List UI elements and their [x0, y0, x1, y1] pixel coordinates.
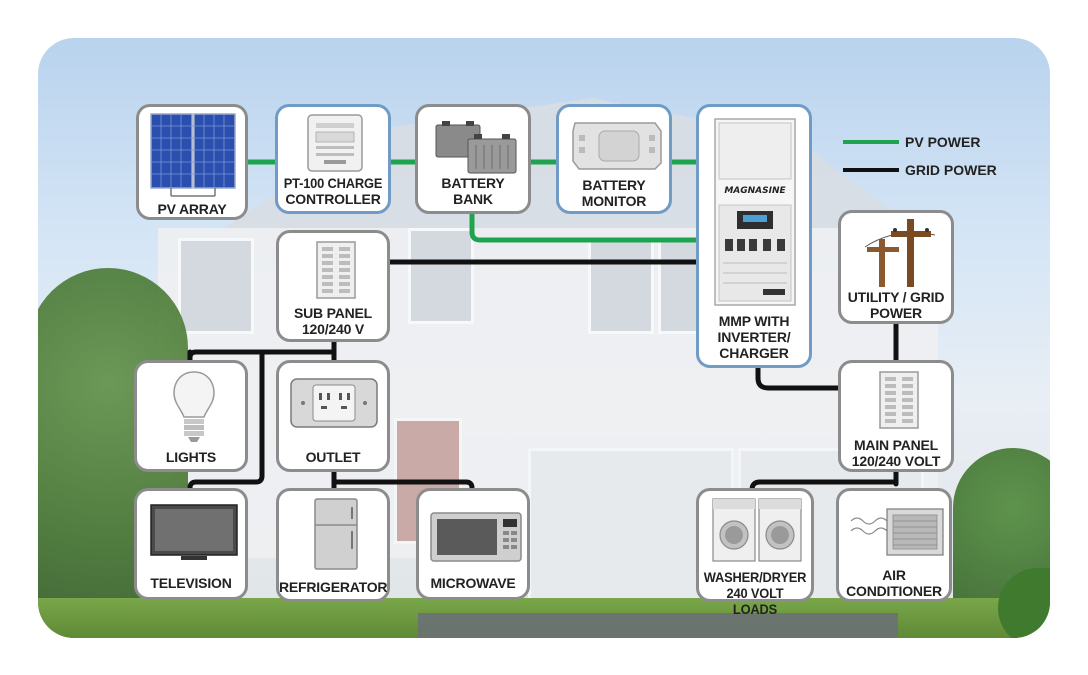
grid-wire-to-microwave	[331, 479, 475, 491]
television-node: TELEVISION	[134, 488, 248, 600]
utility-label-line2: POWER	[870, 305, 922, 321]
mmp-label-line2: INVERTER/	[717, 329, 791, 345]
battery-monitor-label-line2: MONITOR	[581, 193, 647, 209]
air-conditioner-label-line1: AIR	[882, 567, 906, 583]
main-panel-label-line1: MAIN PANEL	[853, 437, 939, 453]
grid-power-legend-swatch	[843, 168, 899, 172]
pv-power-legend-swatch	[843, 140, 899, 144]
mmp-label-line3: CHARGER	[719, 345, 789, 361]
driveway	[418, 613, 898, 638]
battery-bank-label-line2: BANK	[453, 191, 493, 207]
air-conditioner-node: AIR CONDITIONER	[836, 488, 952, 602]
charge-controller-node: PT-100 CHARGE CONTROLLER	[275, 104, 391, 214]
sub-panel-node: SUB PANEL 120/240 V	[276, 230, 390, 342]
grid-wire-to-television	[187, 349, 265, 491]
light-bulb-icon	[173, 371, 215, 442]
battery-monitor-label-line1: BATTERY	[582, 177, 646, 193]
washer-dryer-icon	[712, 498, 802, 562]
outlet-label: OUTLET	[305, 449, 361, 465]
main-panel-label-line2: 120/240 VOLT	[851, 453, 941, 469]
charge-controller-label-line1: PT-100 CHARGE	[283, 175, 383, 191]
microwave-label: MICROWAVE	[430, 575, 516, 591]
refrigerator-label: REFRIGERATOR	[279, 579, 388, 595]
battery-bank-label-line1: BATTERY	[441, 175, 505, 191]
television-icon	[150, 504, 238, 560]
sub-panel-label-line1: SUB PANEL	[293, 305, 373, 321]
outlet-node: OUTLET	[276, 360, 390, 472]
charge-controller-icon	[307, 114, 363, 172]
microwave-node: MICROWAVE	[416, 488, 530, 600]
charge-controller-label-line2: CONTROLLER	[285, 191, 381, 207]
mmp-inverter-charger-node: MAGNASINE MMP WITH INVERTER/ CHARGER	[696, 104, 812, 368]
utility-label-line1: UTILITY / GRID	[847, 289, 945, 305]
lights-node: LIGHTS	[134, 360, 248, 472]
battery-monitor-icon	[572, 122, 662, 170]
air-conditioner-icon	[850, 508, 944, 556]
grid-wire-mmp-to-mainpanel	[755, 365, 841, 391]
battery-monitor-node: BATTERY MONITOR	[556, 104, 672, 214]
washer-dryer-label-line2: 240 VOLT LOADS	[726, 585, 784, 617]
television-label: TELEVISION	[150, 575, 232, 591]
grid-power-legend-label: GRID POWER	[905, 162, 997, 178]
sub-panel-label-line2: 120/240 V	[301, 321, 365, 337]
washer-dryer-label-line1: WASHER/DRYER	[703, 569, 807, 585]
breaker-panel-icon	[316, 241, 356, 299]
lights-label: LIGHTS	[165, 449, 217, 465]
main-panel-node: MAIN PANEL 120/240 VOLT	[838, 360, 954, 472]
washer-dryer-node: WASHER/DRYER 240 VOLT LOADS	[696, 488, 814, 617]
pv-array-node: PV ARRAY	[136, 104, 248, 220]
pv-power-legend-label: PV POWER	[905, 134, 981, 150]
pv-array-label: PV ARRAY	[157, 201, 227, 217]
mmp-label-line1: MMP WITH	[718, 313, 790, 329]
microwave-icon	[430, 512, 522, 562]
house-window	[588, 238, 654, 334]
battery-bank-node: BATTERY BANK	[415, 104, 531, 214]
refrigerator-node: REFRIGERATOR	[276, 488, 390, 602]
utility-grid-power-node: UTILITY / GRID POWER	[838, 210, 954, 324]
solar-panel-icon	[150, 113, 236, 197]
house-window	[178, 238, 254, 334]
breaker-panel-icon	[879, 371, 919, 429]
inverter-cabinet-icon: MAGNASINE	[714, 118, 796, 306]
svg-text:MAGNASINE: MAGNASINE	[724, 186, 786, 196]
house-window	[408, 228, 474, 324]
pv-wire-battery-to-mmp	[469, 211, 701, 243]
air-conditioner-label-line2: CONDITIONER	[846, 583, 942, 599]
battery-icon	[435, 121, 517, 174]
outlet-icon	[290, 378, 378, 428]
utility-pole-icon	[864, 219, 936, 287]
refrigerator-icon	[314, 498, 358, 570]
